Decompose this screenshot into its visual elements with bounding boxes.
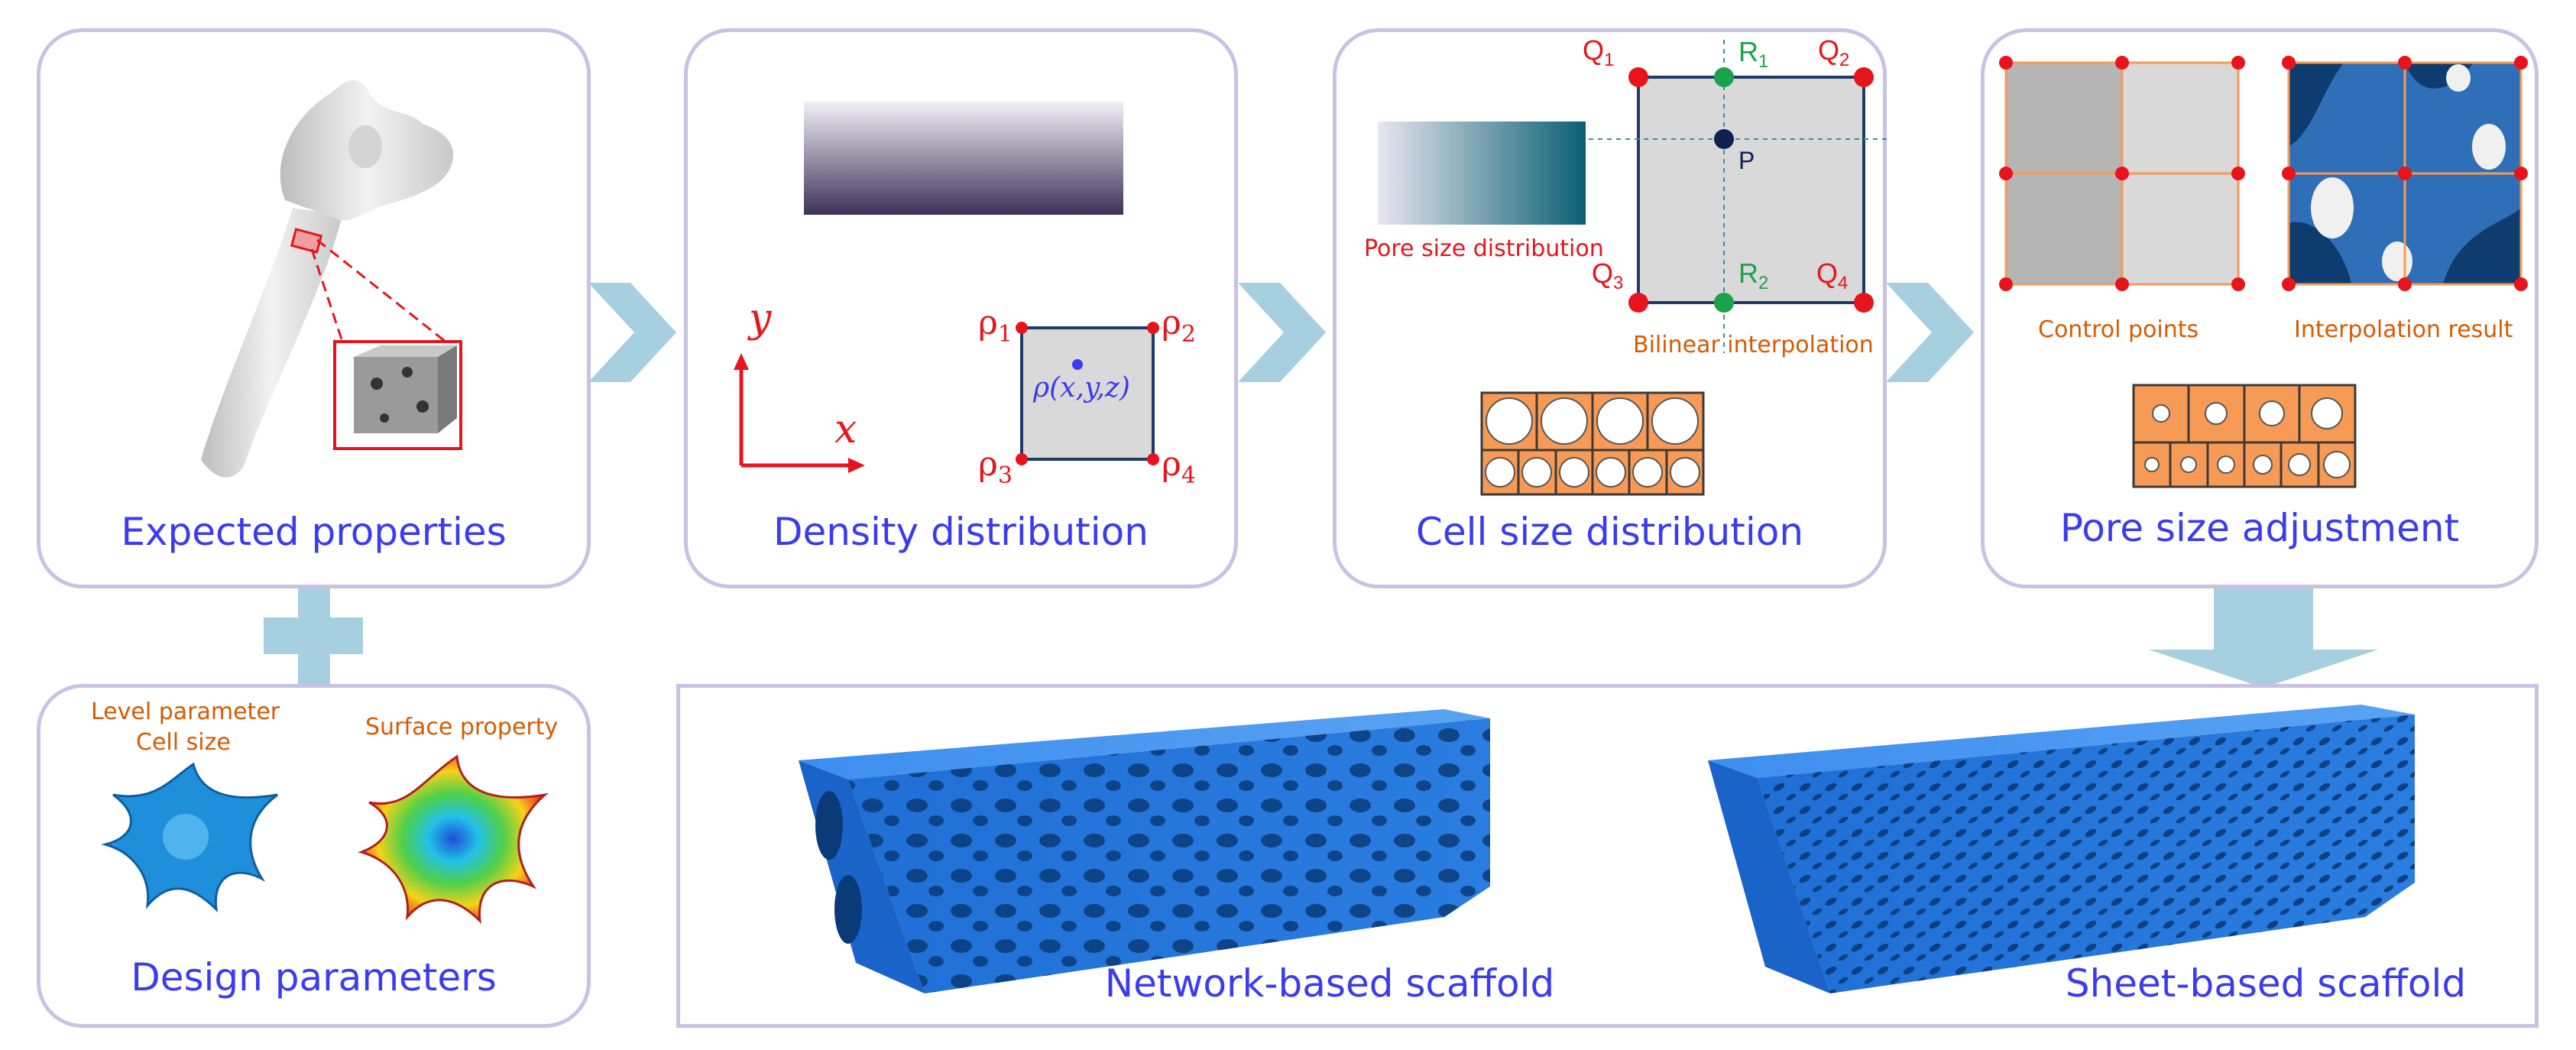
q1-label: Q1 bbox=[1583, 34, 1615, 71]
rho1-label: ρ1 bbox=[978, 303, 1013, 348]
pore-size-adjustment-title: Pore size adjustment bbox=[2059, 506, 2460, 550]
bilinear-diagram bbox=[1378, 40, 1887, 496]
cell-size-label: Cell size bbox=[136, 729, 231, 756]
panel-density-distribution: y x ρ1 ρ2 ρ3 ρ4 ρ(x,y,z) Density distrib… bbox=[684, 28, 1238, 588]
panel-pore-size-adjustment: Control points Interpolation result Pore… bbox=[1981, 28, 2539, 588]
bone-illustration bbox=[201, 80, 462, 478]
expected-properties-title: Expected properties bbox=[121, 510, 507, 554]
rho2-label: ρ2 bbox=[1162, 303, 1196, 348]
control-points-label: Control points bbox=[2038, 316, 2199, 343]
bilinear-interpolation-label: Bilinear interpolation bbox=[1633, 332, 1874, 358]
panel-expected-properties: Expected properties bbox=[37, 28, 591, 588]
design-parameters-title: Design parameters bbox=[131, 955, 497, 1000]
axis-x-label: x bbox=[834, 407, 857, 452]
network-based-scaffold-label: Network-based scaffold bbox=[1104, 961, 1555, 1006]
scaffold-renderings bbox=[799, 705, 2415, 993]
interpolation-result-label: Interpolation result bbox=[2294, 316, 2513, 343]
p-label: P bbox=[1738, 147, 1755, 174]
level-parameter-label: Level parameter bbox=[91, 698, 280, 725]
design-parameter-shapes bbox=[101, 754, 549, 925]
r1-label: R1 bbox=[1738, 36, 1769, 73]
chevron-arrow-1 bbox=[588, 283, 676, 382]
rho3-label: ρ3 bbox=[978, 445, 1013, 489]
q4-label: Q4 bbox=[1816, 258, 1849, 294]
panel-cell-size-distribution: Q1 Q2 Q3 Q4 R1 R2 P Pore size distributi… bbox=[1333, 28, 1887, 588]
cell-size-distribution-title: Cell size distribution bbox=[1415, 510, 1804, 554]
plus-connector bbox=[264, 588, 363, 684]
pore-size-distribution-label: Pore size distribution bbox=[1364, 235, 1604, 262]
density-gradient bbox=[734, 102, 1159, 473]
panel-scaffolds: Network-based scaffold Sheet-based scaff… bbox=[676, 684, 2539, 1028]
surface-property-label: Surface property bbox=[365, 714, 559, 741]
down-arrow bbox=[2149, 588, 2378, 688]
sheet-based-scaffold-label: Sheet-based scaffold bbox=[2065, 961, 2467, 1006]
rho4-label: ρ4 bbox=[1162, 445, 1196, 489]
panel-design-parameters: Level parameter Cell size Surface proper… bbox=[37, 684, 591, 1028]
axis-y-label: y bbox=[749, 296, 772, 342]
q3-label: Q3 bbox=[1592, 258, 1624, 294]
q2-label: Q2 bbox=[1818, 34, 1850, 71]
control-points-grid bbox=[1999, 56, 2528, 488]
density-distribution-title: Density distribution bbox=[773, 510, 1149, 554]
chevron-arrow-3 bbox=[1886, 283, 1974, 382]
r2-label: R2 bbox=[1738, 258, 1769, 294]
rho-center-label: ρ(x,y,z) bbox=[1033, 372, 1130, 403]
chevron-arrow-2 bbox=[1238, 283, 1326, 382]
